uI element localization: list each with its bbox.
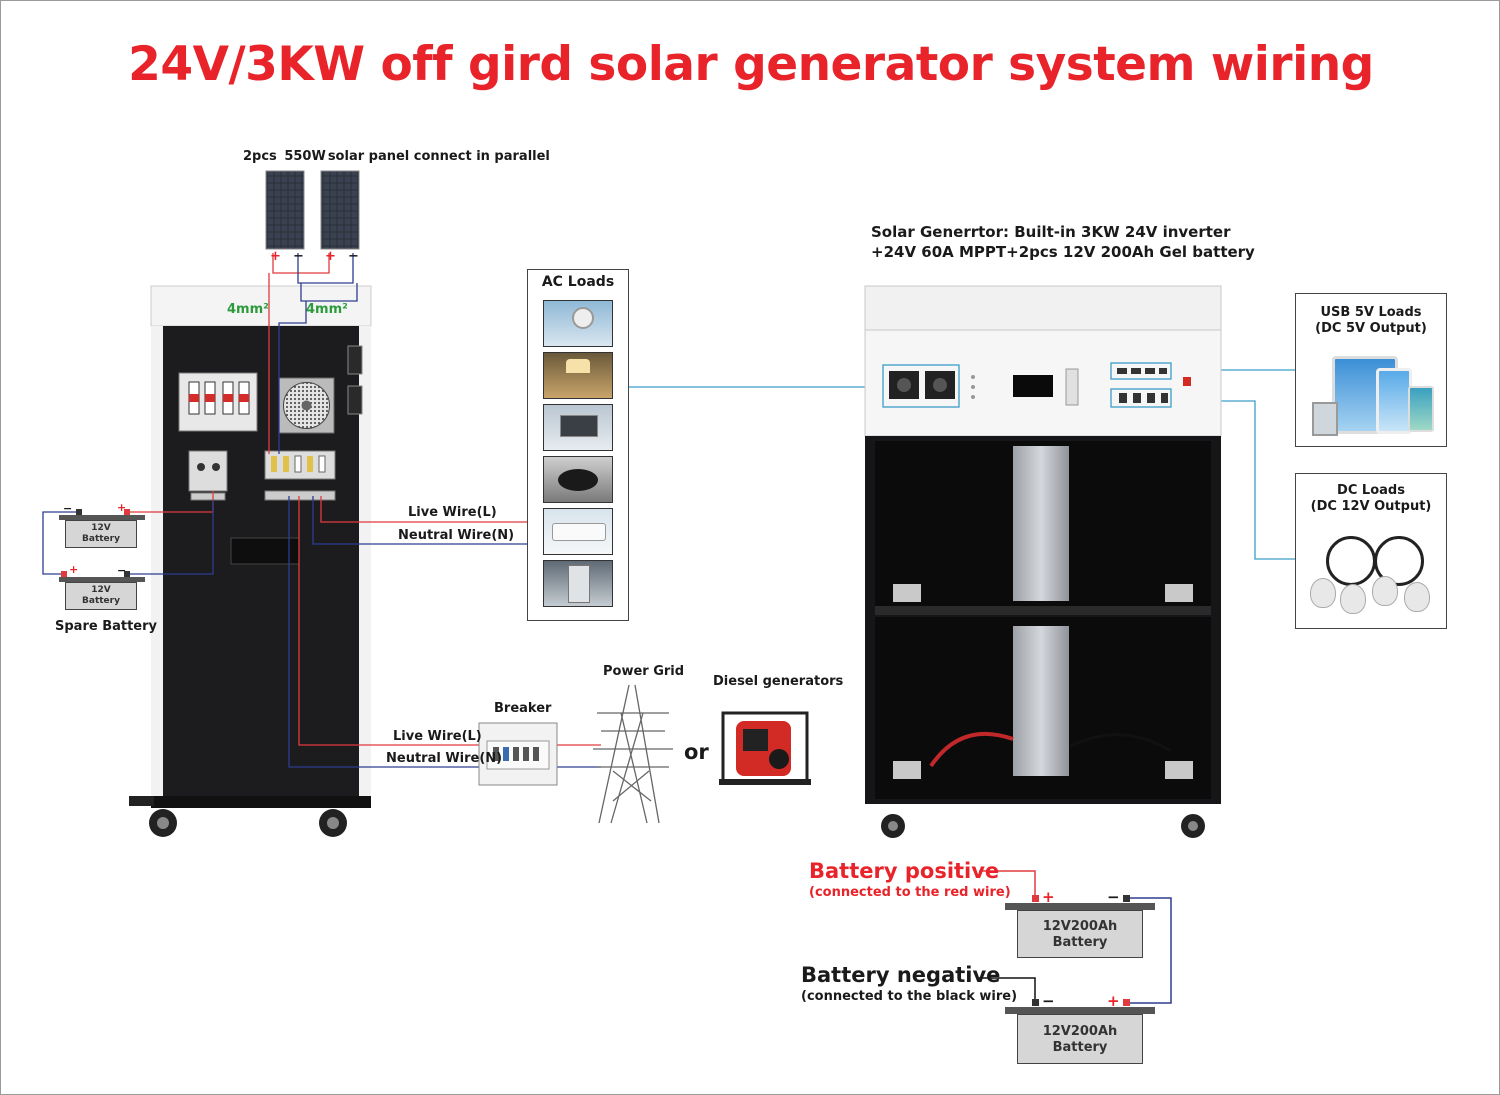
dc-loads-subtitle: (DC 12V Output) bbox=[1310, 499, 1432, 514]
panel-left-minus: − bbox=[293, 249, 304, 264]
cable-coil-icon bbox=[1374, 536, 1424, 586]
solar-panel-left bbox=[265, 170, 305, 250]
ac-live-wire-label: Live Wire(L) bbox=[408, 505, 497, 520]
phone-icon bbox=[1376, 368, 1412, 434]
ac-load-refrigerator bbox=[543, 560, 613, 607]
smartphone-icon bbox=[1408, 386, 1434, 432]
bank-battery-2: 12V200Ah Battery bbox=[1017, 1014, 1143, 1064]
or-label: or bbox=[684, 740, 709, 764]
bank-battery-1-plus: + bbox=[1042, 888, 1055, 906]
power-grid-label: Power Grid bbox=[603, 664, 685, 679]
bank-battery-1-capacity: 12V200Ah bbox=[1042, 919, 1118, 934]
battery-1: 12V Battery bbox=[65, 520, 137, 548]
breaker-box bbox=[478, 722, 558, 786]
bank-battery-2-plus: + bbox=[1107, 992, 1120, 1010]
bulb-icon bbox=[1340, 584, 1366, 614]
battery-2: 12V Battery bbox=[65, 582, 137, 610]
battery-1-minus: − bbox=[63, 502, 73, 515]
dc-loads-panel: DC Loads (DC 12V Output) bbox=[1295, 473, 1447, 629]
solar-panel-right bbox=[320, 170, 360, 250]
right-generator-cabinet bbox=[864, 285, 1222, 838]
bank-battery-1-cap bbox=[1005, 903, 1155, 910]
ac-loads-panel: AC Loads bbox=[527, 269, 629, 621]
cable-size-left: 4mm² bbox=[227, 302, 269, 317]
usb-loads-title: USB 5V Loads bbox=[1320, 305, 1422, 320]
cable-coil-icon bbox=[1326, 536, 1376, 586]
ac-load-lamp bbox=[543, 352, 613, 399]
fan-icon bbox=[572, 307, 594, 329]
air-conditioner-icon bbox=[552, 523, 606, 541]
panel-right-plus: + bbox=[325, 249, 336, 264]
power-tower bbox=[593, 684, 673, 824]
bulb-icon bbox=[1372, 576, 1398, 606]
bank-battery-2-label: Battery bbox=[1052, 1040, 1108, 1055]
battery-2-label: Battery bbox=[82, 596, 120, 606]
battery-positive-subtitle: (connected to the red wire) bbox=[809, 885, 1011, 900]
battery-2-cap bbox=[59, 577, 145, 582]
battery-2-voltage: 12V bbox=[91, 585, 111, 595]
generator-spec-line1: Solar Generrtor: Built-in 3KW 24V invert… bbox=[871, 223, 1231, 241]
battery-bank-terminals bbox=[1032, 895, 1130, 1006]
bank-battery-2-cap bbox=[1005, 1007, 1155, 1014]
ac-load-laptop bbox=[543, 404, 613, 451]
solar-label-watt: 550W bbox=[284, 149, 326, 164]
bank-battery-1-minus: − bbox=[1107, 888, 1120, 906]
generator-spec-line2: +24V 60A MPPT+2pcs 12V 200Ah Gel battery bbox=[871, 243, 1255, 261]
ac-load-induction-cooker bbox=[543, 456, 613, 503]
left-inverter-cabinet bbox=[129, 285, 372, 837]
refrigerator-icon bbox=[568, 565, 590, 603]
device-icon bbox=[1312, 402, 1338, 436]
battery-wiring bbox=[42, 491, 214, 575]
ac-output-wiring bbox=[312, 496, 527, 545]
diesel-generator-label: Diesel generators bbox=[713, 674, 844, 689]
diesel-generator bbox=[719, 711, 811, 785]
ac-load-air-conditioner bbox=[543, 508, 613, 555]
breaker-label: Breaker bbox=[494, 701, 552, 716]
left-battery-terminals bbox=[61, 509, 130, 577]
spare-battery-label: Spare Battery bbox=[55, 619, 158, 634]
battery-1-voltage: 12V bbox=[91, 523, 111, 533]
lamp-icon bbox=[566, 359, 590, 373]
battery-negative-subtitle: (connected to the black wire) bbox=[801, 989, 1018, 1004]
battery-2-minus: − bbox=[117, 564, 127, 577]
ac-neutral-wire-label: Neutral Wire(N) bbox=[398, 528, 515, 543]
battery-1-cap bbox=[59, 515, 145, 520]
cooker-icon bbox=[558, 469, 598, 491]
solar-wiring bbox=[268, 253, 358, 454]
battery-2-plus: + bbox=[69, 563, 79, 576]
dc-loads-title: DC Loads bbox=[1337, 483, 1405, 498]
bank-battery-2-capacity: 12V200Ah bbox=[1042, 1024, 1118, 1039]
page-title: 24V/3KW off gird solar generator system … bbox=[128, 37, 1374, 92]
usb-loads-subtitle: (DC 5V Output) bbox=[1315, 321, 1427, 336]
battery-bank-wiring bbox=[979, 870, 1172, 1004]
grid-neutral-wire-label: Neutral Wire(N) bbox=[386, 751, 503, 766]
panel-left-plus: + bbox=[270, 249, 281, 264]
battery-negative-title: Battery negative bbox=[801, 963, 1001, 987]
solar-label-prefix: 2pcs bbox=[243, 149, 277, 164]
ac-load-fan bbox=[543, 300, 613, 347]
solar-label-suffix: solar panel connect in parallel bbox=[327, 149, 550, 164]
cable-size-right: 4mm² bbox=[306, 302, 348, 317]
battery-1-label: Battery bbox=[82, 534, 120, 544]
laptop-icon bbox=[560, 415, 598, 437]
bank-battery-1: 12V200Ah Battery bbox=[1017, 910, 1143, 958]
bank-battery-1-label: Battery bbox=[1052, 935, 1108, 950]
grid-input-wiring bbox=[288, 496, 601, 768]
grid-live-wire-label: Live Wire(L) bbox=[393, 729, 482, 744]
bulb-icon bbox=[1404, 582, 1430, 612]
ac-loads-title: AC Loads bbox=[541, 274, 615, 290]
bulb-icon bbox=[1310, 578, 1336, 608]
battery-positive-title: Battery positive bbox=[809, 859, 1000, 883]
battery-1-plus: + bbox=[117, 501, 127, 514]
bank-battery-2-minus: − bbox=[1042, 992, 1055, 1010]
panel-right-minus: − bbox=[348, 249, 359, 264]
usb-loads-panel: USB 5V Loads (DC 5V Output) bbox=[1295, 293, 1447, 447]
